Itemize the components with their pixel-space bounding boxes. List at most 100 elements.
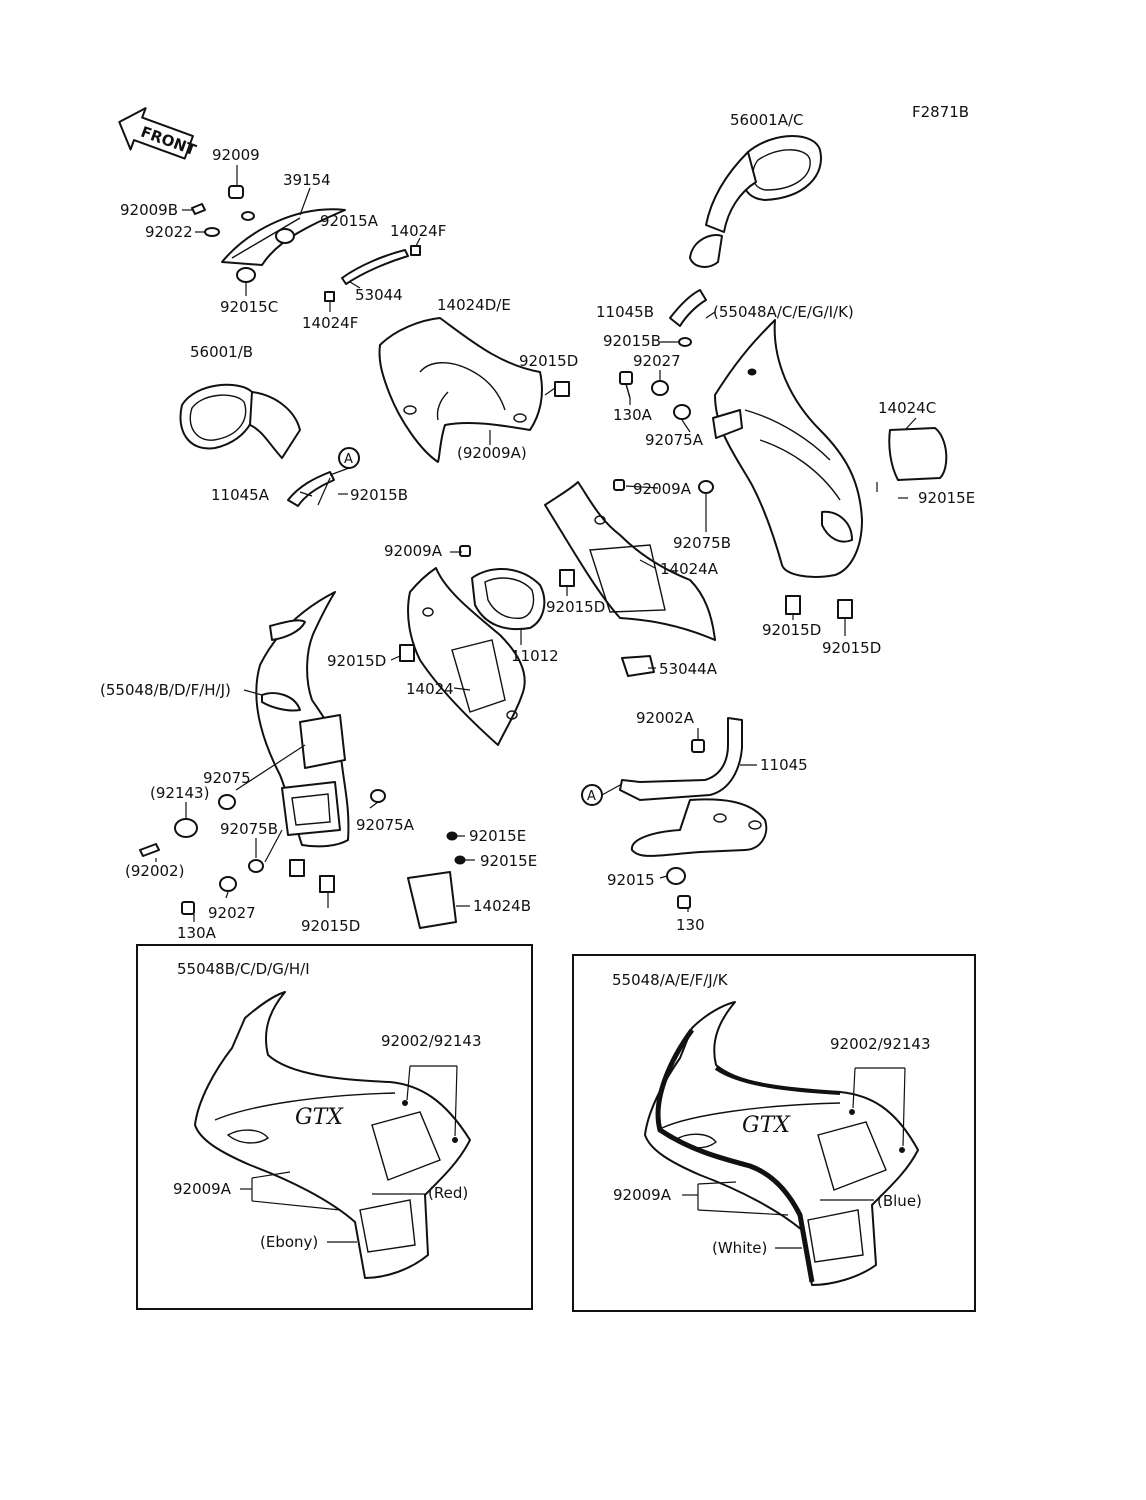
label-92002-paren: (92002) bbox=[125, 862, 184, 880]
screw-92009-icon bbox=[228, 185, 255, 221]
label-92075a-left: 92075A bbox=[356, 816, 415, 834]
label-53044a: 53044A bbox=[659, 660, 718, 678]
center-panel-14024a-part bbox=[544, 481, 716, 641]
inset-left-red-ebony: 55048B/C/D/G/H/I GTX 92002/92143 92009A … bbox=[136, 944, 533, 1310]
label-11045a: 11045A bbox=[211, 486, 270, 504]
grommet-92015a-icon bbox=[275, 228, 295, 244]
label-92015d-a: 92015D bbox=[519, 352, 578, 370]
label-92075b-left: 92075B bbox=[220, 820, 278, 838]
label-92015d-d: 92015D bbox=[822, 639, 881, 657]
label-92015e-right: 92015E bbox=[918, 489, 975, 507]
label-92015a: 92015A bbox=[320, 212, 379, 230]
label-14024: 14024 bbox=[406, 680, 454, 698]
bracket-14024c-part bbox=[888, 427, 948, 481]
label-14024f-bottom: 14024F bbox=[302, 314, 358, 332]
grommet-92015d-pair-icon bbox=[785, 595, 853, 619]
label-92143-paren: (92143) bbox=[150, 784, 209, 802]
label-92009a-paren: (92009A) bbox=[457, 444, 527, 462]
inset-right-color-upper: (Blue) bbox=[877, 1192, 922, 1210]
grommet-92015d-f-icon bbox=[289, 859, 335, 893]
grommet-92015b-right-icon bbox=[678, 337, 692, 347]
nut-92075-left-icon bbox=[218, 794, 236, 810]
inset-right-fasteners: 92002/92143 bbox=[830, 1035, 931, 1053]
label-55048acegik: (55048A/C/E/G/I/K) bbox=[713, 303, 854, 321]
label-92075b-right: 92075B bbox=[673, 534, 731, 552]
washer-92027-right-icon bbox=[651, 380, 669, 396]
screw-92009a-center-icon bbox=[613, 479, 625, 491]
label-56001b: 56001/B bbox=[190, 343, 253, 361]
label-53044: 53044 bbox=[355, 286, 403, 304]
label-11045: 11045 bbox=[760, 756, 808, 774]
inset-left-part-no: 55048B/C/D/G/H/I bbox=[177, 960, 310, 978]
label-92075: 92075 bbox=[203, 769, 251, 787]
label-92022: 92022 bbox=[145, 223, 193, 241]
label-92009a-center: 92009A bbox=[633, 480, 692, 498]
inset-right-blue-white: 55048/A/E/F/J/K GTX 92002/92143 92009A (… bbox=[572, 954, 976, 1312]
label-11012: 11012 bbox=[511, 647, 559, 665]
label-55048bdfhj: (55048/B/D/F/H/J) bbox=[100, 681, 231, 699]
nut-92075b-left-icon bbox=[248, 859, 264, 873]
bolt-130a-left-icon bbox=[181, 901, 195, 915]
label-92009b: 92009B bbox=[120, 201, 178, 219]
inner-cover-14024de-part bbox=[378, 317, 543, 463]
grommet-92015d-a-icon bbox=[554, 381, 570, 397]
grommet-92143-left-icon bbox=[174, 818, 198, 838]
part-labels: 56001A/C 92009 39154 92009B 92022 92015A… bbox=[100, 111, 975, 942]
bracket-11045a-part bbox=[287, 471, 335, 507]
right-upper-cowl-part bbox=[712, 319, 863, 578]
label-92027-right: 92027 bbox=[633, 352, 681, 370]
callout-marker-a-bottom: A bbox=[581, 784, 603, 806]
grommet-92015e-left-icon bbox=[446, 831, 466, 865]
screw-92009a-left-icon bbox=[459, 545, 471, 557]
nut-92022-icon bbox=[204, 227, 220, 237]
label-39154: 39154 bbox=[283, 171, 331, 189]
drawing-id: F2871B bbox=[912, 103, 969, 121]
nut-92075b-right-icon bbox=[698, 480, 714, 494]
inset-left-color-lower: (Ebony) bbox=[260, 1233, 318, 1251]
grommet-92015-icon bbox=[666, 867, 686, 885]
grommet-92015c-icon bbox=[236, 267, 256, 283]
label-14024de: 14024D/E bbox=[437, 296, 511, 314]
label-92015d-e: 92015D bbox=[327, 652, 386, 670]
washer-92027-left-icon bbox=[219, 876, 237, 892]
inset-right-bolt: 92009A bbox=[613, 1186, 672, 1204]
inset-left-logo: GTX bbox=[295, 1105, 344, 1130]
pad-11012-part bbox=[471, 567, 546, 631]
label-92075a-right: 92075A bbox=[645, 431, 704, 449]
inset-right-color-lower: (White) bbox=[712, 1239, 767, 1257]
cover-14024b-part bbox=[407, 871, 457, 929]
label-92015: 92015 bbox=[607, 871, 655, 889]
label-14024b: 14024B bbox=[473, 897, 531, 915]
label-130: 130 bbox=[676, 916, 705, 934]
inset-right-logo: GTX bbox=[742, 1113, 791, 1138]
front-arrow-icon: FRONT bbox=[118, 107, 199, 160]
label-92015b-right: 92015B bbox=[603, 332, 661, 350]
label-92015d-c: 92015D bbox=[762, 621, 821, 639]
right-mirror-part bbox=[689, 135, 822, 268]
label-92009a-left: 92009A bbox=[384, 542, 443, 560]
bracket-11045b-part bbox=[669, 289, 707, 327]
trim-53044-part bbox=[341, 249, 409, 285]
callout-marker-a-top: A bbox=[338, 447, 360, 469]
label-92015d-b: 92015D bbox=[546, 598, 605, 616]
grommet-92015d-c-icon bbox=[399, 644, 415, 662]
label-130a-left: 130A bbox=[177, 924, 217, 942]
label-14024c: 14024C bbox=[878, 399, 936, 417]
left-mirror-part bbox=[179, 383, 301, 459]
label-56001ac: 56001A/C bbox=[730, 111, 804, 129]
grommet-92015d-b-icon bbox=[559, 569, 575, 587]
nut-92075a-right-icon bbox=[673, 404, 691, 420]
label-130a-right: 130A bbox=[613, 406, 653, 424]
inset-left-bolt: 92009A bbox=[173, 1180, 232, 1198]
stay-11045-part bbox=[619, 717, 768, 857]
label-14024f-top: 14024F bbox=[390, 222, 446, 240]
label-92027-left: 92027 bbox=[208, 904, 256, 922]
nut-92075a-left-icon bbox=[370, 789, 386, 803]
svg-text:A: A bbox=[587, 789, 596, 804]
bolt-92002a-icon bbox=[691, 739, 705, 753]
inset-left-color-upper: (Red) bbox=[428, 1184, 468, 1202]
bolt-130a-right-icon bbox=[619, 371, 633, 399]
clip-53044a-icon bbox=[621, 655, 655, 677]
label-92015c: 92015C bbox=[220, 298, 278, 316]
